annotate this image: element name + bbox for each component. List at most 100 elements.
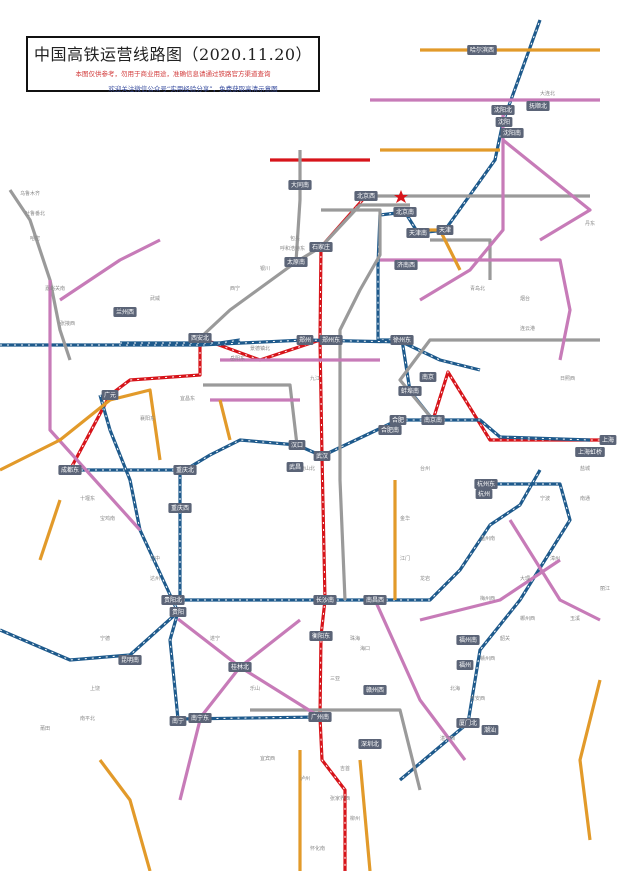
hub-station[interactable]: 合肥南 <box>378 425 402 435</box>
hub-station[interactable]: 长沙南 <box>313 595 337 605</box>
hub-station[interactable]: 大同南 <box>288 180 312 190</box>
hub-station[interactable]: 南昌西 <box>363 595 387 605</box>
gray-rail-line <box>203 383 299 446</box>
hub-station[interactable]: 天津南 <box>406 228 430 238</box>
station-label: 十堰东 <box>80 495 95 502</box>
hub-station[interactable]: 郑州东 <box>319 335 343 345</box>
hub-station[interactable]: 沈阳北 <box>491 105 515 115</box>
hub-station[interactable]: 武汉 <box>313 451 331 461</box>
hub-station[interactable]: 重庆西 <box>168 503 192 513</box>
station-label: 乐山 <box>250 685 260 692</box>
hub-label: 武汉 <box>316 452 328 460</box>
gray-rail-line <box>319 203 410 249</box>
station-label: 武威 <box>150 295 160 302</box>
hub-station[interactable]: 厦门北 <box>456 718 480 728</box>
hub-station[interactable]: 石家庄 <box>309 242 333 252</box>
hub-label: 南京南 <box>424 416 442 424</box>
hub-station[interactable]: 郑州 <box>296 335 314 345</box>
hub-station[interactable]: 上海 <box>599 435 617 445</box>
hub-station[interactable]: 蚌埠南 <box>398 386 422 396</box>
red-rail-line <box>318 194 368 871</box>
station-label: 青岛北 <box>470 285 485 292</box>
pink-rail-line <box>419 110 505 302</box>
hub-station[interactable]: 哈尔滨西 <box>467 45 497 55</box>
hub-label: 昆明南 <box>121 656 139 664</box>
hub-label: 西安北 <box>191 334 209 342</box>
hub-label: 郑州 <box>299 336 311 344</box>
station-label: 日照西 <box>560 376 575 382</box>
hub-station[interactable]: 贵阳北 <box>161 595 185 605</box>
station-label: 烟台 <box>520 295 530 302</box>
hub-station[interactable]: 南宁 <box>169 716 187 726</box>
hub-station[interactable]: 桂林北 <box>228 662 252 672</box>
hub-station[interactable]: 武昌 <box>286 462 304 472</box>
hub-station[interactable]: 西安北 <box>188 333 212 343</box>
hub-label: 合肥 <box>392 416 404 424</box>
hub-station[interactable]: 昆明南 <box>118 655 142 665</box>
hub-station[interactable]: 南京南 <box>421 415 445 425</box>
hub-station[interactable]: 兰州西 <box>113 307 137 317</box>
orange-rail-line <box>98 759 152 871</box>
station-label: 漳州 <box>550 555 560 562</box>
gray-rail-line <box>198 245 322 340</box>
hub-station[interactable]: 深圳北 <box>358 739 382 749</box>
hub-station[interactable]: 抚顺北 <box>526 101 550 111</box>
hub-station[interactable]: 福州南 <box>456 635 480 645</box>
hub-station[interactable]: 南宁东 <box>188 713 212 723</box>
hub-label: 合肥南 <box>381 426 399 434</box>
hub-station[interactable]: 合肥 <box>389 415 407 425</box>
hub-station[interactable]: 沈阳南 <box>500 128 524 138</box>
hub-label: 深圳北 <box>361 740 379 748</box>
station-label: 景德镇北 <box>250 345 270 352</box>
station-label: 汉中 <box>150 555 160 562</box>
station-label: 龙岩 <box>420 575 430 582</box>
station-label: 宜昌东 <box>180 395 195 402</box>
hub-station[interactable]: 福州 <box>456 660 474 670</box>
hub-label: 沈阳北 <box>494 106 512 114</box>
hub-label: 大同南 <box>291 181 309 189</box>
hub-station[interactable]: 重庆北 <box>173 465 197 475</box>
hub-station[interactable]: 贵阳 <box>169 607 187 617</box>
station-label: 连云港 <box>520 325 535 332</box>
station-label: 珠海 <box>350 635 360 642</box>
station-label: 郴州西 <box>520 615 535 622</box>
station-label: 湛江西 <box>440 735 455 742</box>
station-label: 宁波 <box>540 495 550 502</box>
hub-station[interactable]: 沈阳 <box>495 117 513 127</box>
blue-rail-line <box>398 482 572 782</box>
hub-label: 贵阳北 <box>164 596 182 604</box>
hub-station[interactable]: 太原南 <box>284 257 308 267</box>
hub-label: 广元 <box>104 391 116 399</box>
hub-station[interactable]: 广州南 <box>308 712 332 722</box>
hub-label: 桂林北 <box>231 663 249 671</box>
gray-rail-line <box>321 208 382 601</box>
gray-rail-line <box>250 708 422 791</box>
hub-station[interactable]: 广元 <box>101 390 119 400</box>
hub-station[interactable]: 徐州东 <box>390 335 414 345</box>
hub-station[interactable]: 衡阳东 <box>309 631 333 641</box>
hub-station[interactable]: 成都东 <box>58 465 82 475</box>
hub-station[interactable]: 杭州 <box>475 489 493 499</box>
hub-station[interactable]: 潮汕 <box>481 725 499 735</box>
station-label: 哈密 <box>30 235 40 242</box>
station-label: 乌鲁木齐 <box>20 190 40 197</box>
hub-station[interactable]: 天津 <box>436 225 454 235</box>
red-rail-line <box>431 370 600 442</box>
station-label: 怀化南 <box>310 845 325 852</box>
hub-station[interactable]: 北京西 <box>354 191 378 201</box>
hub-station[interactable]: 济南西 <box>394 260 418 270</box>
hub-label: 兰州西 <box>116 308 134 316</box>
blue-rail-line <box>0 610 180 662</box>
hub-station[interactable]: 上海虹桥 <box>575 447 605 457</box>
station-label: 呼和浩特东 <box>280 245 305 252</box>
hub-station[interactable]: 赣州西 <box>363 685 387 695</box>
hub-station[interactable]: 杭州东 <box>474 479 498 489</box>
hub-station[interactable]: 汉口 <box>288 440 306 450</box>
station-label: 台州 <box>420 465 430 472</box>
hub-label: 长沙南 <box>316 596 334 604</box>
pink-rail-line <box>380 258 572 361</box>
hub-station[interactable]: 北京南 <box>393 207 417 217</box>
station-label: 丹东 <box>585 220 595 227</box>
hub-station[interactable]: 南京 <box>419 372 437 382</box>
station-label: 嘉峪关南 <box>45 285 65 292</box>
